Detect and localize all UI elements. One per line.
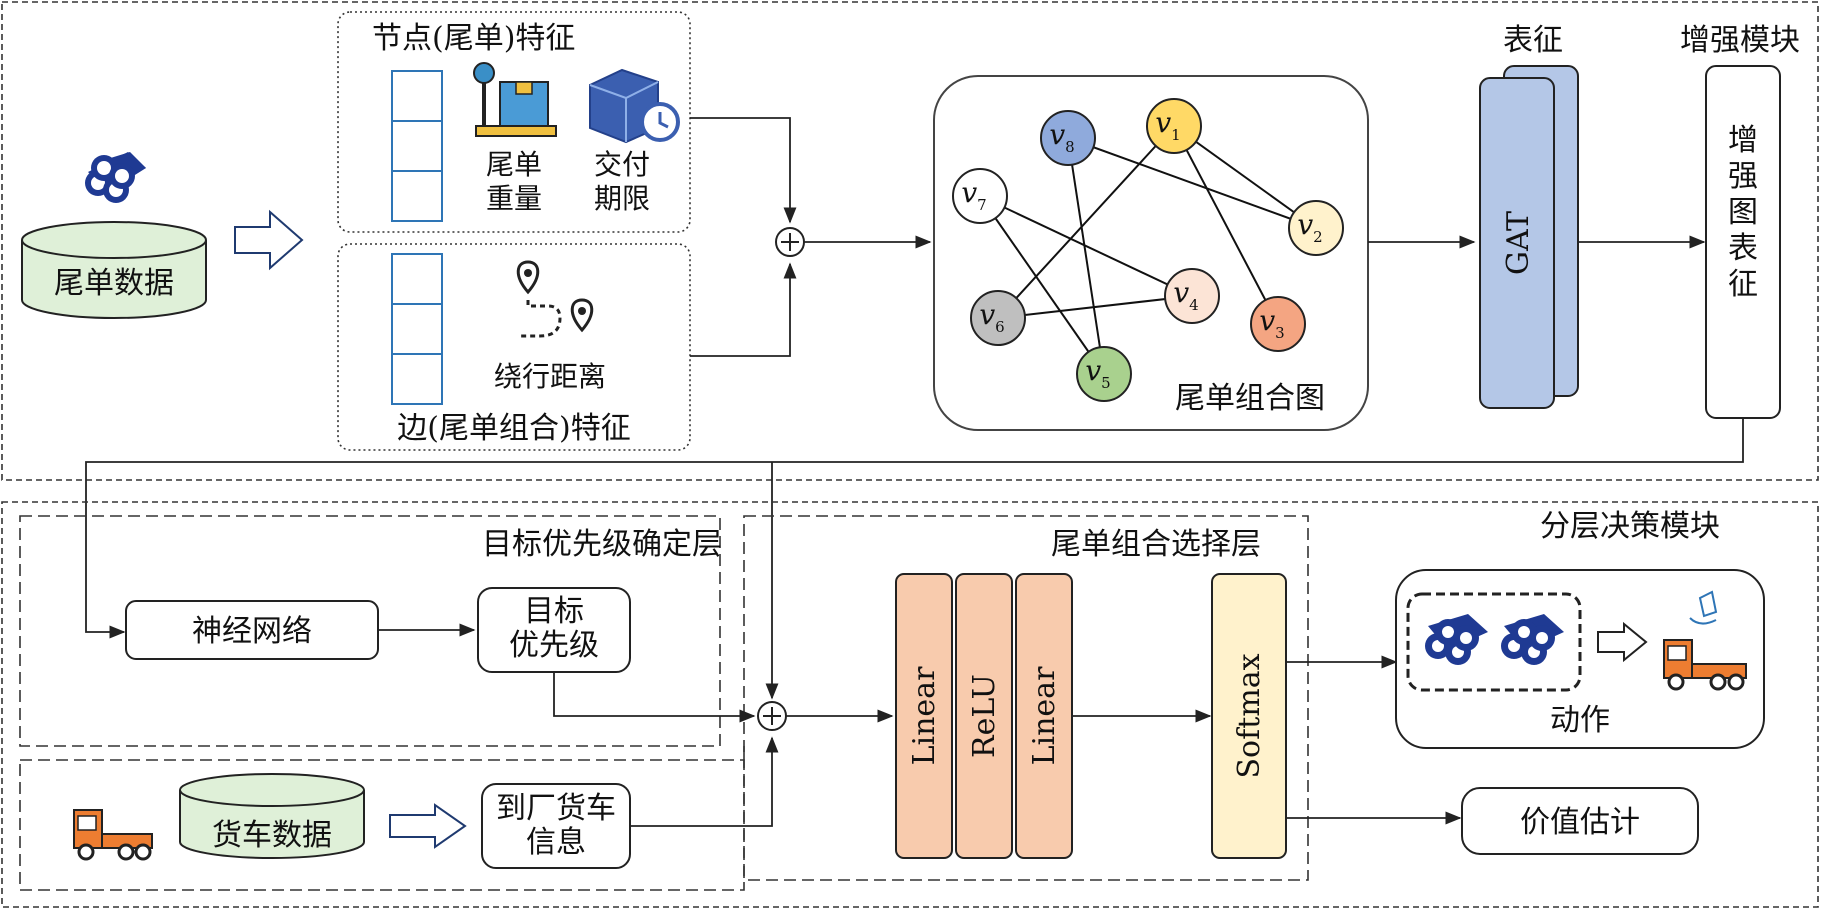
- graph-edge-v1-v6: [997, 125, 1175, 319]
- selected-pipes-box: [1406, 592, 1582, 692]
- arriving-truck-label: 到厂货车信息: [496, 791, 616, 860]
- graph-node-v4: v4: [1164, 268, 1220, 324]
- graph-edge-v1-v2: [1173, 125, 1317, 229]
- edge-feature-title: 边(尾单组合)特征: [397, 411, 630, 446]
- graph-edge-v8-v2: [1067, 137, 1317, 229]
- tail-weight-label: 尾单重量: [486, 148, 542, 215]
- priority-layer-frame: [19, 515, 721, 747]
- target-priority-label: 目标优先级: [509, 594, 599, 663]
- delivery-deadline-label: 交付期限: [594, 148, 650, 215]
- graph-node-v5: v5: [1076, 346, 1132, 402]
- node-feature-title: 节点(尾单)特征: [372, 21, 575, 56]
- layer-linear-0: [895, 573, 953, 859]
- neural-network-label: 神经网络: [192, 614, 312, 649]
- representation-label: 表征: [1503, 23, 1563, 58]
- graph-node-v6: v6: [970, 290, 1026, 346]
- target-priority-line1: 目标: [524, 594, 584, 629]
- detour-distance-label: 绕行距离: [494, 360, 606, 393]
- edge-feature-vector: [391, 253, 443, 405]
- layer-stack: Linear ReLU Linear: [895, 573, 1073, 859]
- value-estimate-label: 价值估计: [1520, 805, 1640, 840]
- graph-node-v3: v3: [1250, 296, 1306, 352]
- graph-enhancement-module-frame: [1, 1, 1819, 481]
- hollow-arrow-bottom-icon: [389, 803, 467, 849]
- truck-data-label: 货车数据: [212, 818, 332, 853]
- hollow-arrow-icon: [234, 209, 304, 271]
- graph-edge-v7-v5: [979, 195, 1105, 375]
- route-pin-icon: [516, 260, 594, 338]
- target-priority-line2: 优先级: [509, 628, 599, 663]
- delivery-deadline-icon: [589, 68, 680, 144]
- graph-nodes: v1 v2 v3 v4 v5 v6 v7 v8: [952, 98, 1344, 402]
- enhanced-graph-label: 增强图表征: [1728, 123, 1758, 302]
- tail-weight-line1: 尾单: [486, 148, 542, 181]
- gat-layer: [1479, 77, 1555, 409]
- pipe-bundle-icon-2: [1501, 614, 1564, 665]
- concat-plus-bottom: [757, 701, 787, 731]
- layer-relu-1: [955, 573, 1013, 859]
- truck-icon-left: [73, 809, 153, 861]
- selection-layer-frame: [743, 515, 1309, 881]
- layer-label-1: ReLU: [967, 674, 1002, 758]
- deadline-line2: 期限: [594, 182, 650, 215]
- enhance-module-label: 增强模块: [1680, 23, 1800, 58]
- graph-node-v7: v7: [952, 168, 1008, 224]
- weight-scale-icon: [473, 62, 557, 137]
- graph-node-v2: v2: [1288, 200, 1344, 256]
- node-feature-vector: [391, 70, 443, 222]
- graph-node-v8: v8: [1040, 110, 1096, 166]
- tail-order-database: 尾单数据: [21, 221, 207, 319]
- graph-edge-v1-v3: [1173, 125, 1279, 325]
- layer-label-0: Linear: [907, 666, 942, 765]
- softmax-box: [1211, 573, 1287, 859]
- layer-label-2: Linear: [1027, 666, 1062, 765]
- graph-edge-v8-v5: [1067, 137, 1105, 375]
- tail-weight-line2: 重量: [486, 182, 542, 215]
- arriving-truck-line2: 信息: [526, 825, 586, 860]
- priority-layer-title: 目标优先级确定层: [482, 527, 722, 562]
- edge-feature-box: [337, 243, 691, 451]
- action-arrow-icon: [1597, 621, 1648, 663]
- tail-order-data-label: 尾单数据: [54, 266, 174, 301]
- pipe-bundle-icon-1: [1425, 614, 1488, 665]
- arriving-truck-line1: 到厂货车: [496, 791, 616, 826]
- value-estimate-box: [1461, 787, 1699, 855]
- deadline-line1: 交付: [594, 148, 650, 181]
- action-label: 动作: [1550, 703, 1610, 738]
- graph-node-v1: v1: [1146, 98, 1202, 154]
- gat-label: GAT: [1501, 211, 1536, 275]
- pipe-bundle-icon: [85, 152, 146, 203]
- graph-label: 尾单组合图: [1175, 381, 1325, 416]
- softmax-label: Softmax: [1232, 653, 1267, 778]
- node-feature-box: [337, 11, 691, 233]
- hierarchical-decision-title: 分层决策模块: [1540, 509, 1720, 544]
- graph-edge-v6-v4: [997, 295, 1193, 319]
- concat-plus-top: [775, 227, 805, 257]
- graph-edge-v7-v4: [979, 195, 1193, 297]
- truck-database: 货车数据: [179, 773, 365, 859]
- truck-input-frame: [19, 759, 745, 891]
- selection-layer-title: 尾单组合选择层: [1051, 527, 1261, 562]
- truck-icon-right: [1663, 590, 1747, 691]
- graph-edges: [979, 125, 1317, 375]
